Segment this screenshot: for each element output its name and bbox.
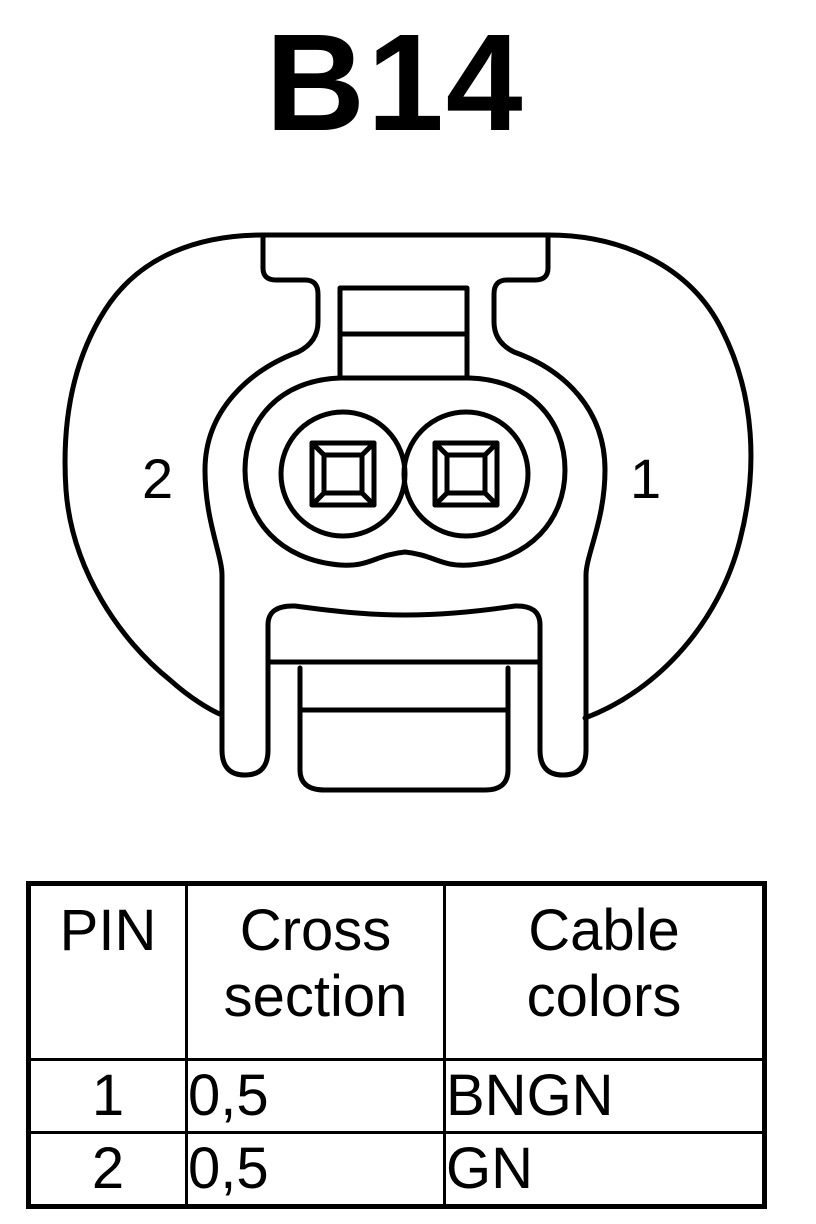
cell-cross-section: 0,5 [185, 1131, 446, 1208]
cell-pin: 1 [27, 1058, 188, 1134]
latch-plate [202, 232, 321, 778]
table-row: 2 0,5 GN [27, 1131, 766, 1208]
connector-face-diagram [62, 232, 754, 793]
housing-outline [62, 232, 266, 718]
pin-cavity [242, 375, 568, 568]
housing-outline-right [545, 232, 754, 721]
header-cable-colors: Cable colors [443, 882, 766, 1061]
pin-label-1: 1 [630, 447, 662, 510]
table-row: 1 0,5 BNGN [27, 1058, 766, 1134]
pin-2-terminal [309, 440, 377, 508]
pin-assignment-table: PIN Cross section Cable colors 1 0,5 BNG… [26, 881, 767, 1209]
header-pin: PIN [27, 882, 188, 1061]
pin-2-socket [278, 409, 408, 539]
table-header-row: PIN Cross section Cable colors [27, 882, 766, 1061]
cell-pin: 2 [27, 1131, 188, 1208]
lower-latch [265, 603, 543, 665]
pin-label-2: 2 [142, 447, 174, 510]
connector-title: B14 [265, 6, 525, 160]
latch-plate-right [491, 232, 608, 778]
cell-cable-color: GN [443, 1131, 766, 1208]
pin-1-terminal [432, 440, 500, 508]
bottom-tab [297, 665, 511, 793]
cell-cross-section: 0,5 [185, 1058, 446, 1134]
header-cross-section: Cross section [185, 882, 446, 1061]
pin-1-socket [401, 409, 531, 539]
cell-cable-color: BNGN [443, 1058, 766, 1134]
